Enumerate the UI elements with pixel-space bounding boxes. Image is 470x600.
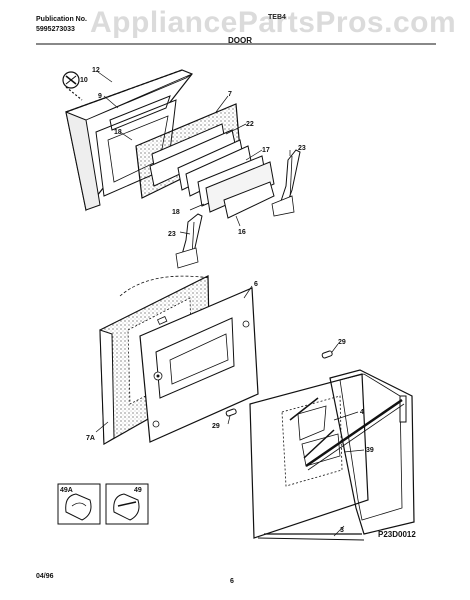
door-glass-panels bbox=[177, 139, 275, 213]
lower-leader-lines bbox=[95, 285, 365, 537]
model-number: TEB4 bbox=[268, 14, 286, 21]
footer-date: 04/96 bbox=[36, 573, 54, 580]
hinge-left bbox=[175, 213, 203, 269]
outer-glass-frame bbox=[249, 373, 369, 539]
window-pack bbox=[223, 181, 275, 219]
callout-9: 9 bbox=[98, 93, 102, 100]
door-trim-frame bbox=[257, 369, 415, 541]
hinge-right bbox=[271, 149, 301, 217]
callout-4: 4 bbox=[360, 409, 364, 416]
upper-leader-lines bbox=[97, 71, 291, 235]
assembly-dashed-line bbox=[119, 275, 211, 297]
publication-label: Publication No. bbox=[36, 16, 87, 23]
callout-3: 3 bbox=[340, 527, 344, 534]
callout-6: 6 bbox=[254, 281, 258, 288]
section-title: DOOR bbox=[228, 36, 252, 45]
callout-7: 7 bbox=[228, 91, 232, 98]
publication-number: 5995273033 bbox=[36, 26, 75, 33]
callout-22: 22 bbox=[246, 121, 254, 128]
callout-49a: 49A bbox=[60, 487, 73, 494]
figure-code: P23D0012 bbox=[378, 530, 416, 539]
callout-7a: 7A bbox=[86, 435, 95, 442]
page-number: 6 bbox=[230, 578, 234, 585]
callout-29-upper: 29 bbox=[338, 339, 346, 346]
callout-39: 39 bbox=[366, 447, 374, 454]
callout-16: 16 bbox=[238, 229, 246, 236]
callout-23-lower: 23 bbox=[168, 231, 176, 238]
knob-inset-49 bbox=[105, 483, 149, 525]
inner-door-panel bbox=[139, 287, 259, 443]
screw-icon bbox=[62, 71, 83, 101]
callout-29-lower: 29 bbox=[212, 423, 220, 430]
pin-icon bbox=[225, 408, 237, 417]
callout-18-lower: 18 bbox=[172, 209, 180, 216]
callout-12: 12 bbox=[92, 67, 100, 74]
watermark: AppliancePartsPros.com bbox=[90, 6, 457, 39]
callout-17: 17 bbox=[262, 147, 270, 154]
callout-18-upper: 18 bbox=[114, 129, 122, 136]
callout-10: 10 bbox=[80, 77, 88, 84]
callout-23-upper: 23 bbox=[298, 145, 306, 152]
door-handle bbox=[305, 395, 407, 471]
door-gasket bbox=[109, 95, 171, 131]
pin-icon bbox=[321, 350, 333, 359]
knob-inset-49a bbox=[57, 483, 101, 525]
callout-49: 49 bbox=[134, 487, 142, 494]
